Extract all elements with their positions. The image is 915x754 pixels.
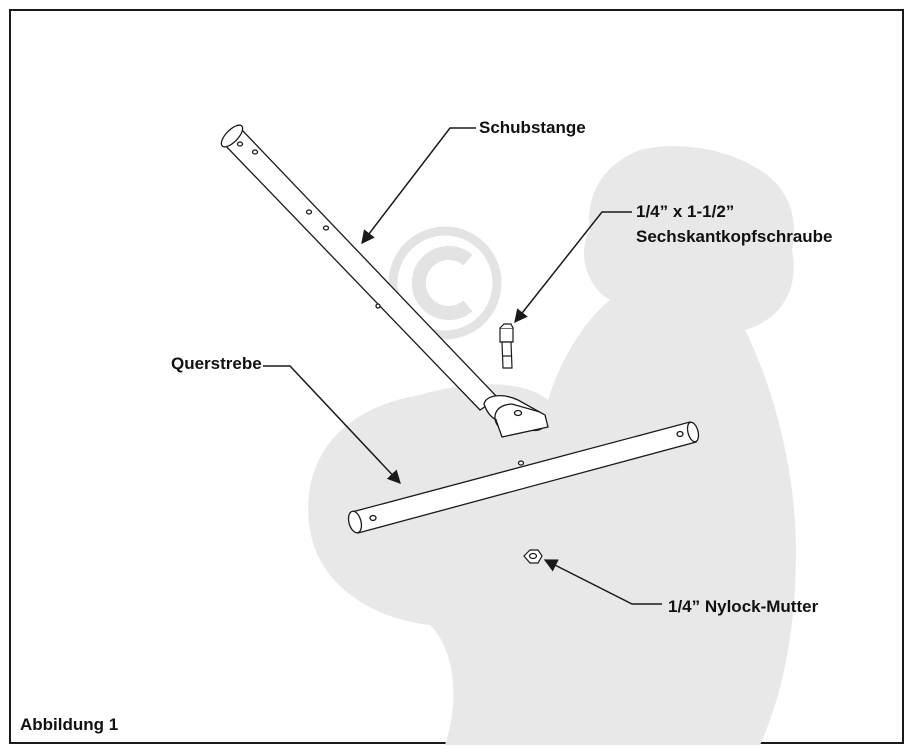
copyright-icon xyxy=(388,226,502,340)
bolt-label-line2: Sechskantkopfschraube xyxy=(636,227,833,246)
cross-brace-part xyxy=(347,421,700,534)
cross-brace-leader xyxy=(263,365,401,484)
nut-label: 1/4” Nylock-Mutter xyxy=(668,597,819,616)
nut-leader xyxy=(543,559,662,605)
leader-lines xyxy=(263,127,662,605)
hex-bolt-part xyxy=(499,323,514,369)
push-bar-label: Schubstange xyxy=(479,118,586,137)
figure-caption: Abbildung 1 xyxy=(20,715,119,734)
bolt-label-line1: 1/4” x 1-1/2” xyxy=(636,202,735,221)
nylock-nut-part xyxy=(523,549,543,564)
groundhog-watermark-icon xyxy=(308,146,796,745)
cross-brace-label: Querstrebe xyxy=(171,354,262,373)
push-bar-part xyxy=(220,124,549,438)
bolt-leader xyxy=(514,211,632,324)
push-bar-leader xyxy=(361,127,476,245)
